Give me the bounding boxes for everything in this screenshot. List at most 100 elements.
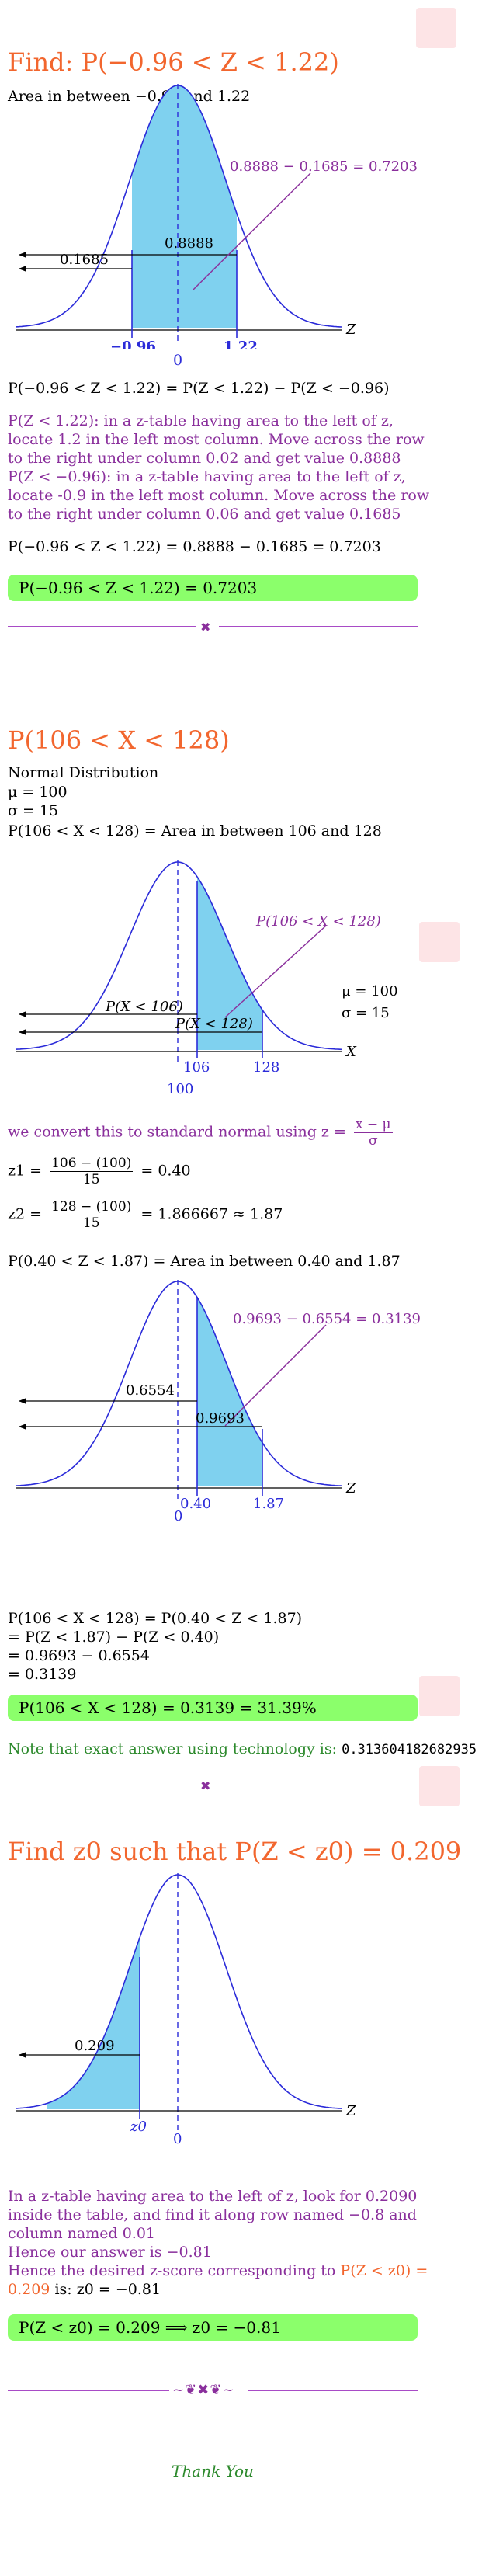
info-line-1: Normal Distribution [8,764,159,781]
fraction-denominator: σ [368,1133,378,1149]
fraction-numerator: 128 − (100) [50,1199,134,1215]
shaded-area [197,1297,262,1486]
left-area-label: 0.1685 [60,252,109,268]
normal-curve [15,1874,342,2109]
convert-prefix: we convert this to standard normal using… [8,1123,346,1141]
desired-value: 0.209 [8,2281,50,2298]
info-line-2: μ = 100 [8,784,68,801]
area-label-2: P(X < 128) [175,1016,253,1032]
arrow-head [19,252,26,258]
area-label-1: 0.6554 [126,1382,175,1399]
axis-label: Z [345,1480,356,1497]
annotation-label: P(106 < X < 128) [255,913,381,930]
tick-label-1: 0.40 [180,1496,211,1512]
tick-label-2: 1.87 [253,1496,284,1512]
annotation-pointer [224,1324,327,1427]
area-label-2: 0.9693 [196,1410,245,1427]
explanation-2-line-2: locate -0.9 in the left most column. Mov… [8,487,430,504]
tick-label-2: 128 [253,1059,279,1076]
axis-label: X [345,1044,357,1060]
section2-graph-1: P(106 < X < 128) μ = 100 σ = 15 P(X < 10… [15,860,398,1097]
section2-graph-2: 0.9693 − 0.6554 = 0.3139 0.6554 0.9693 0… [15,1280,421,1522]
normal-curve [15,1281,342,1486]
divider-ornament-icon: ✖ [200,1778,211,1793]
note-text: Note that exact answer using technology … [8,1740,338,1757]
inner-area-label: 0.8888 [165,235,213,252]
watermark-stamp-icon [419,1766,460,1806]
explanation-2-line-3: to the right under column 0.06 and get v… [8,506,401,523]
section-divider [219,626,418,627]
explanation-1-line-2: locate 1.2 in the left most column. Move… [8,431,425,448]
thank-you-text: Thank You [172,2462,254,2480]
desired-line-2: 0.209 is: z0 = −0.81 [8,2280,161,2299]
annotation-label: 0.8888 − 0.1685 = 0.7203 [230,158,418,175]
title-part-b: P(Z < z0) = 0.209 [234,1837,462,1866]
note-value: 0.313604182682935 [342,1742,477,1757]
step-line-3: = 0.9693 − 0.6554 [8,1647,150,1664]
arrow-head [19,1011,26,1017]
tick-label-b: 1.22 [224,339,258,349]
fraction-numerator: x − μ [353,1117,393,1133]
shaded-area [47,1938,140,2109]
section-divider [8,626,196,627]
normal-curve [15,85,342,328]
zero-label: 0 [173,352,183,369]
zero-label: 0 [174,1508,182,1522]
shaded-area [197,876,262,1050]
probability-line: P(0.40 < Z < 1.87) = Area in between 0.4… [8,1253,401,1270]
convert-text: we convert this to standard normal using… [8,1117,393,1149]
step-line-2: = P(Z < 1.87) − P(Z < 0.40) [8,1629,220,1646]
fraction-denominator: 15 [82,1172,100,1187]
step-line-4: = 0.3139 [8,1666,77,1683]
annotation-label: 0.9693 − 0.6554 = 0.3139 [233,1311,421,1327]
z2-lhs: z2 = [8,1205,43,1223]
explanation-line-3: column named 0.01 [8,2225,156,2242]
answer-box-3: P(Z < z0) = 0.209 ⟹ z0 = −0.81 [8,2314,418,2341]
arrow-head [19,1398,26,1404]
z1-rhs: = 0.40 [140,1162,191,1180]
info-line-4: P(106 < X < 128) = Area in between 106 a… [8,822,382,840]
section-divider [8,2390,169,2391]
sigma-label: σ = 15 [342,1005,390,1021]
normal-curve [15,861,342,1051]
explanation-line-1: In a z-table having area to the left of … [8,2188,418,2205]
ornament-flourish-icon: ~❦✖❦~ [172,2382,235,2398]
arrow-head [19,2052,26,2058]
annotation-pointer [192,172,311,291]
tick-label-a: −0.96 [110,339,156,349]
watermark-stamp-icon [419,922,460,962]
answer-box-2: P(106 < X < 128) = 0.3139 = 31.39% [8,1695,418,1721]
step-line-1: P(106 < X < 128) = P(0.40 < Z < 1.87) [8,1610,303,1627]
tick-label: z0 [130,2119,147,2135]
equation-2: P(−0.96 < Z < 1.22) = 0.8888 − 0.1685 = … [8,538,381,555]
desired-line-1: Hence the desired z-score corresponding … [8,2261,428,2280]
axis-label: Z [345,2103,356,2119]
arrow-head [19,266,26,272]
z2-equation: z2 = 128 − (100) 15 = 1.866667 ≈ 1.87 [8,1199,283,1231]
z2-rhs: = 1.866667 ≈ 1.87 [140,1205,283,1223]
explanation-2-line-1: P(Z < −0.96): in a z-table having area t… [8,468,406,485]
fraction-numerator: 106 − (100) [50,1156,134,1172]
equation-1: P(−0.96 < Z < 1.22) = P(Z < 1.22) − P(Z … [8,380,390,397]
desired-text: Hence the desired z-score corresponding … [8,2262,336,2279]
fraction: 106 − (100) 15 [50,1156,134,1187]
divider-ornament-icon: ✖ [200,620,211,634]
axis-label: Z [345,322,356,338]
arrow-head [19,1029,26,1035]
watermark-stamp-icon [419,1676,460,1716]
desired-expression: P(Z < z0) = [340,2262,428,2279]
watermark-stamp-icon [416,8,456,48]
answer-box-1: P(−0.96 < Z < 1.22) = 0.7203 [8,575,418,601]
section1-title: Find: P(−0.96 < Z < 1.22) [8,47,339,77]
section2-title: P(106 < X < 128) [8,725,230,755]
z1-lhs: z1 = [8,1162,43,1180]
zero-label: 0 [173,2131,182,2147]
fraction-denominator: 15 [82,1215,100,1231]
fraction: x − μ σ [353,1117,393,1149]
info-line-3: σ = 15 [8,802,59,819]
shaded-area [132,85,237,328]
section3-graph: 0.209 z0 0 Z [15,1873,356,2147]
z1-equation: z1 = 106 − (100) 15 = 0.40 [8,1156,191,1187]
annotation-pointer [224,925,327,1018]
technology-note: Note that exact answer using technology … [8,1740,477,1759]
